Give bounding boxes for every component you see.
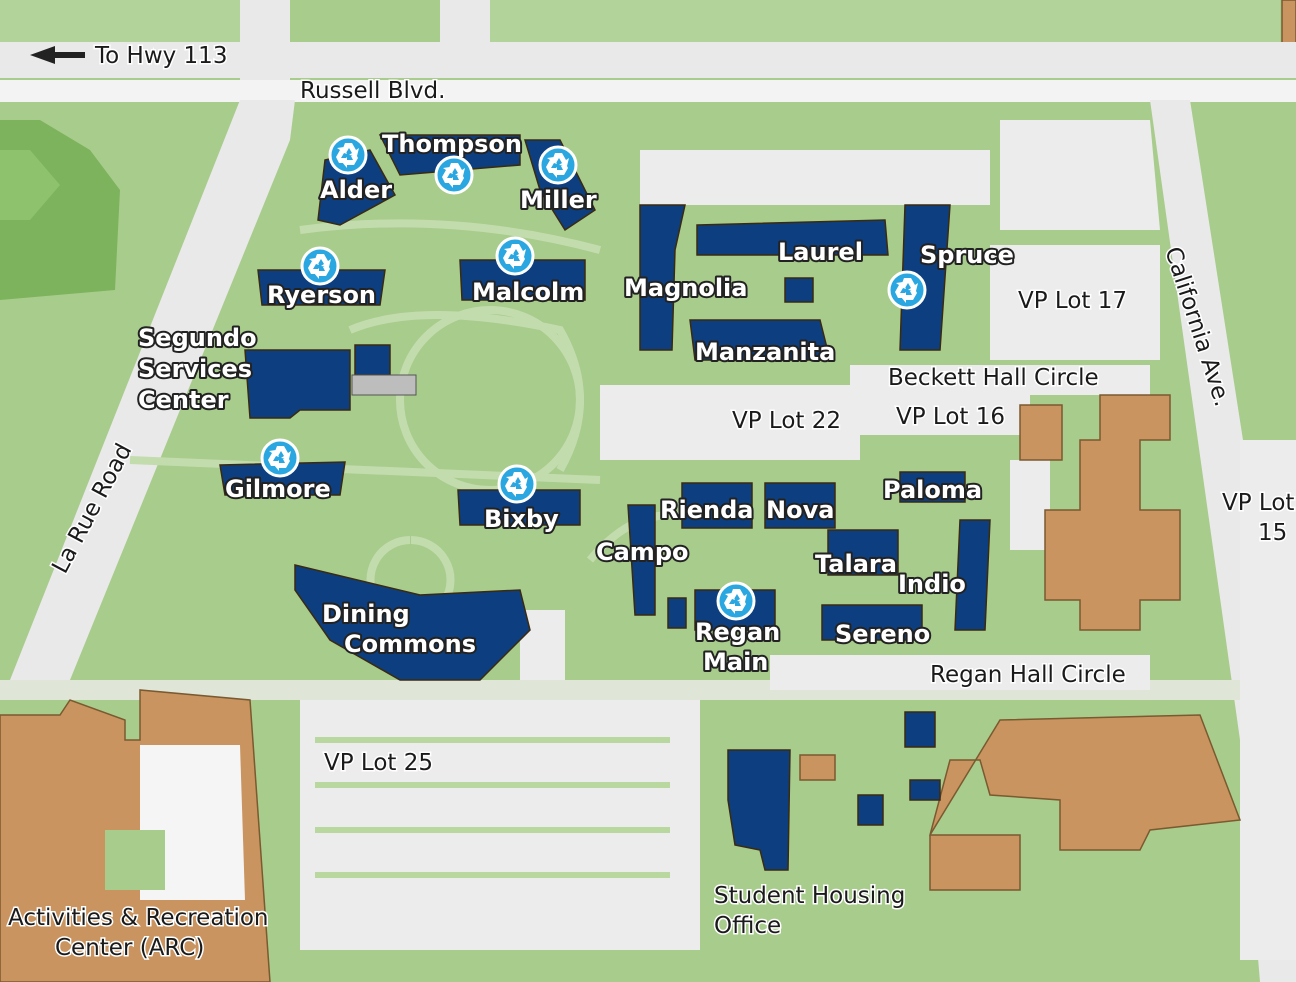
- road: [440, 0, 490, 50]
- road-shoulder: [0, 80, 1296, 102]
- recycling-markers: [260, 135, 927, 621]
- recycle-icon[interactable]: [260, 438, 300, 478]
- arc-courtyard: [140, 745, 245, 900]
- label-dining[interactable]: Dining: [320, 598, 412, 630]
- arrow-left-icon: [30, 46, 85, 64]
- recycle-icon[interactable]: [328, 135, 368, 175]
- russell-blvd-road: [0, 42, 1296, 78]
- arc-lawn: [105, 830, 165, 890]
- label-paloma[interactable]: Paloma: [881, 474, 984, 506]
- label-manzanita[interactable]: Manzanita: [693, 336, 837, 368]
- street-label-russell: Russell Blvd.: [300, 78, 445, 104]
- label-gilmore[interactable]: Gilmore: [223, 473, 333, 505]
- lot-label-17: VP Lot 17: [1018, 288, 1127, 314]
- lawn: [0, 0, 240, 42]
- label-spruce[interactable]: Spruce: [918, 239, 1016, 271]
- label-indio[interactable]: Indio: [896, 568, 968, 600]
- vp-lot-22: [600, 385, 860, 460]
- beckett-hall-circle-road: [850, 365, 1150, 395]
- road: [240, 0, 290, 80]
- parking-lot: [1010, 460, 1050, 550]
- regan-hall-circle-road: [770, 655, 1150, 690]
- vp-lot-17: [990, 245, 1160, 360]
- building: [1281, 0, 1296, 45]
- label-regan[interactable]: Regan: [693, 616, 782, 648]
- building: [799, 754, 836, 781]
- label-ryerson[interactable]: Ryerson: [265, 279, 378, 311]
- recycle-icon[interactable]: [887, 270, 927, 310]
- lot-label-25: VP Lot 25: [324, 750, 433, 776]
- label-center[interactable]: Center: [136, 384, 231, 416]
- infield: [0, 150, 60, 220]
- parking-lot: [1000, 120, 1160, 230]
- label-miller[interactable]: Miller: [518, 184, 599, 216]
- vp-lot-16: [860, 395, 1030, 435]
- street-label-regan-circle: Regan Hall Circle: [930, 662, 1126, 688]
- label-laurel[interactable]: Laurel: [776, 236, 865, 268]
- lot-label-16: VP Lot 16: [896, 404, 1005, 430]
- label-rienda[interactable]: Rienda: [658, 494, 755, 526]
- label-bixby[interactable]: Bixby: [482, 503, 561, 535]
- label-commons[interactable]: Commons: [342, 628, 478, 660]
- recycle-icon[interactable]: [497, 464, 537, 504]
- label-thompson[interactable]: Thompson: [380, 128, 524, 160]
- label-talara[interactable]: Talara: [813, 548, 899, 580]
- building: [1044, 394, 1181, 631]
- building: [929, 714, 1242, 891]
- label-office[interactable]: Office: [713, 912, 783, 941]
- residence-halls: [219, 134, 991, 871]
- la-rue-road: [10, 100, 295, 680]
- label-services[interactable]: Services: [136, 353, 254, 385]
- to-hwy-113-sign: To Hwy 113: [30, 42, 229, 71]
- label-student-housing[interactable]: Student Housing: [713, 882, 907, 911]
- lot-label-15: VP Lot: [1222, 490, 1294, 516]
- label-nova[interactable]: Nova: [764, 494, 836, 526]
- label-campo[interactable]: Campo: [594, 536, 690, 568]
- label-alder[interactable]: Alder: [318, 174, 394, 206]
- vp-lot-15: [1240, 440, 1296, 960]
- lot-label-15-number: 15: [1258, 520, 1287, 546]
- label-sereno[interactable]: Sereno: [833, 618, 932, 650]
- label-segundo[interactable]: Segundo: [136, 322, 259, 354]
- label-malcolm[interactable]: Malcolm: [470, 276, 586, 308]
- parking-lot: [640, 150, 990, 205]
- recycle-icon[interactable]: [495, 236, 535, 276]
- to-hwy-label: To Hwy 113: [94, 43, 227, 69]
- label-main[interactable]: Main: [701, 646, 770, 678]
- building: [1019, 404, 1063, 461]
- recycle-icon[interactable]: [434, 155, 474, 195]
- recycle-icon[interactable]: [716, 581, 756, 621]
- building-labels: Thompson Alder Miller Ryerson Malcolm Se…: [7, 128, 1016, 963]
- label-arc-center[interactable]: Center (ARC): [54, 934, 206, 963]
- street-label-beckett: Beckett Hall Circle: [888, 365, 1099, 391]
- label-magnolia[interactable]: Magnolia: [622, 272, 749, 304]
- lot-islands: [315, 737, 670, 878]
- recycle-icon[interactable]: [538, 145, 578, 185]
- label-arc[interactable]: Activities & Recreation: [7, 904, 270, 933]
- recycle-icon[interactable]: [300, 246, 340, 286]
- lot-label-22: VP Lot 22: [732, 408, 841, 434]
